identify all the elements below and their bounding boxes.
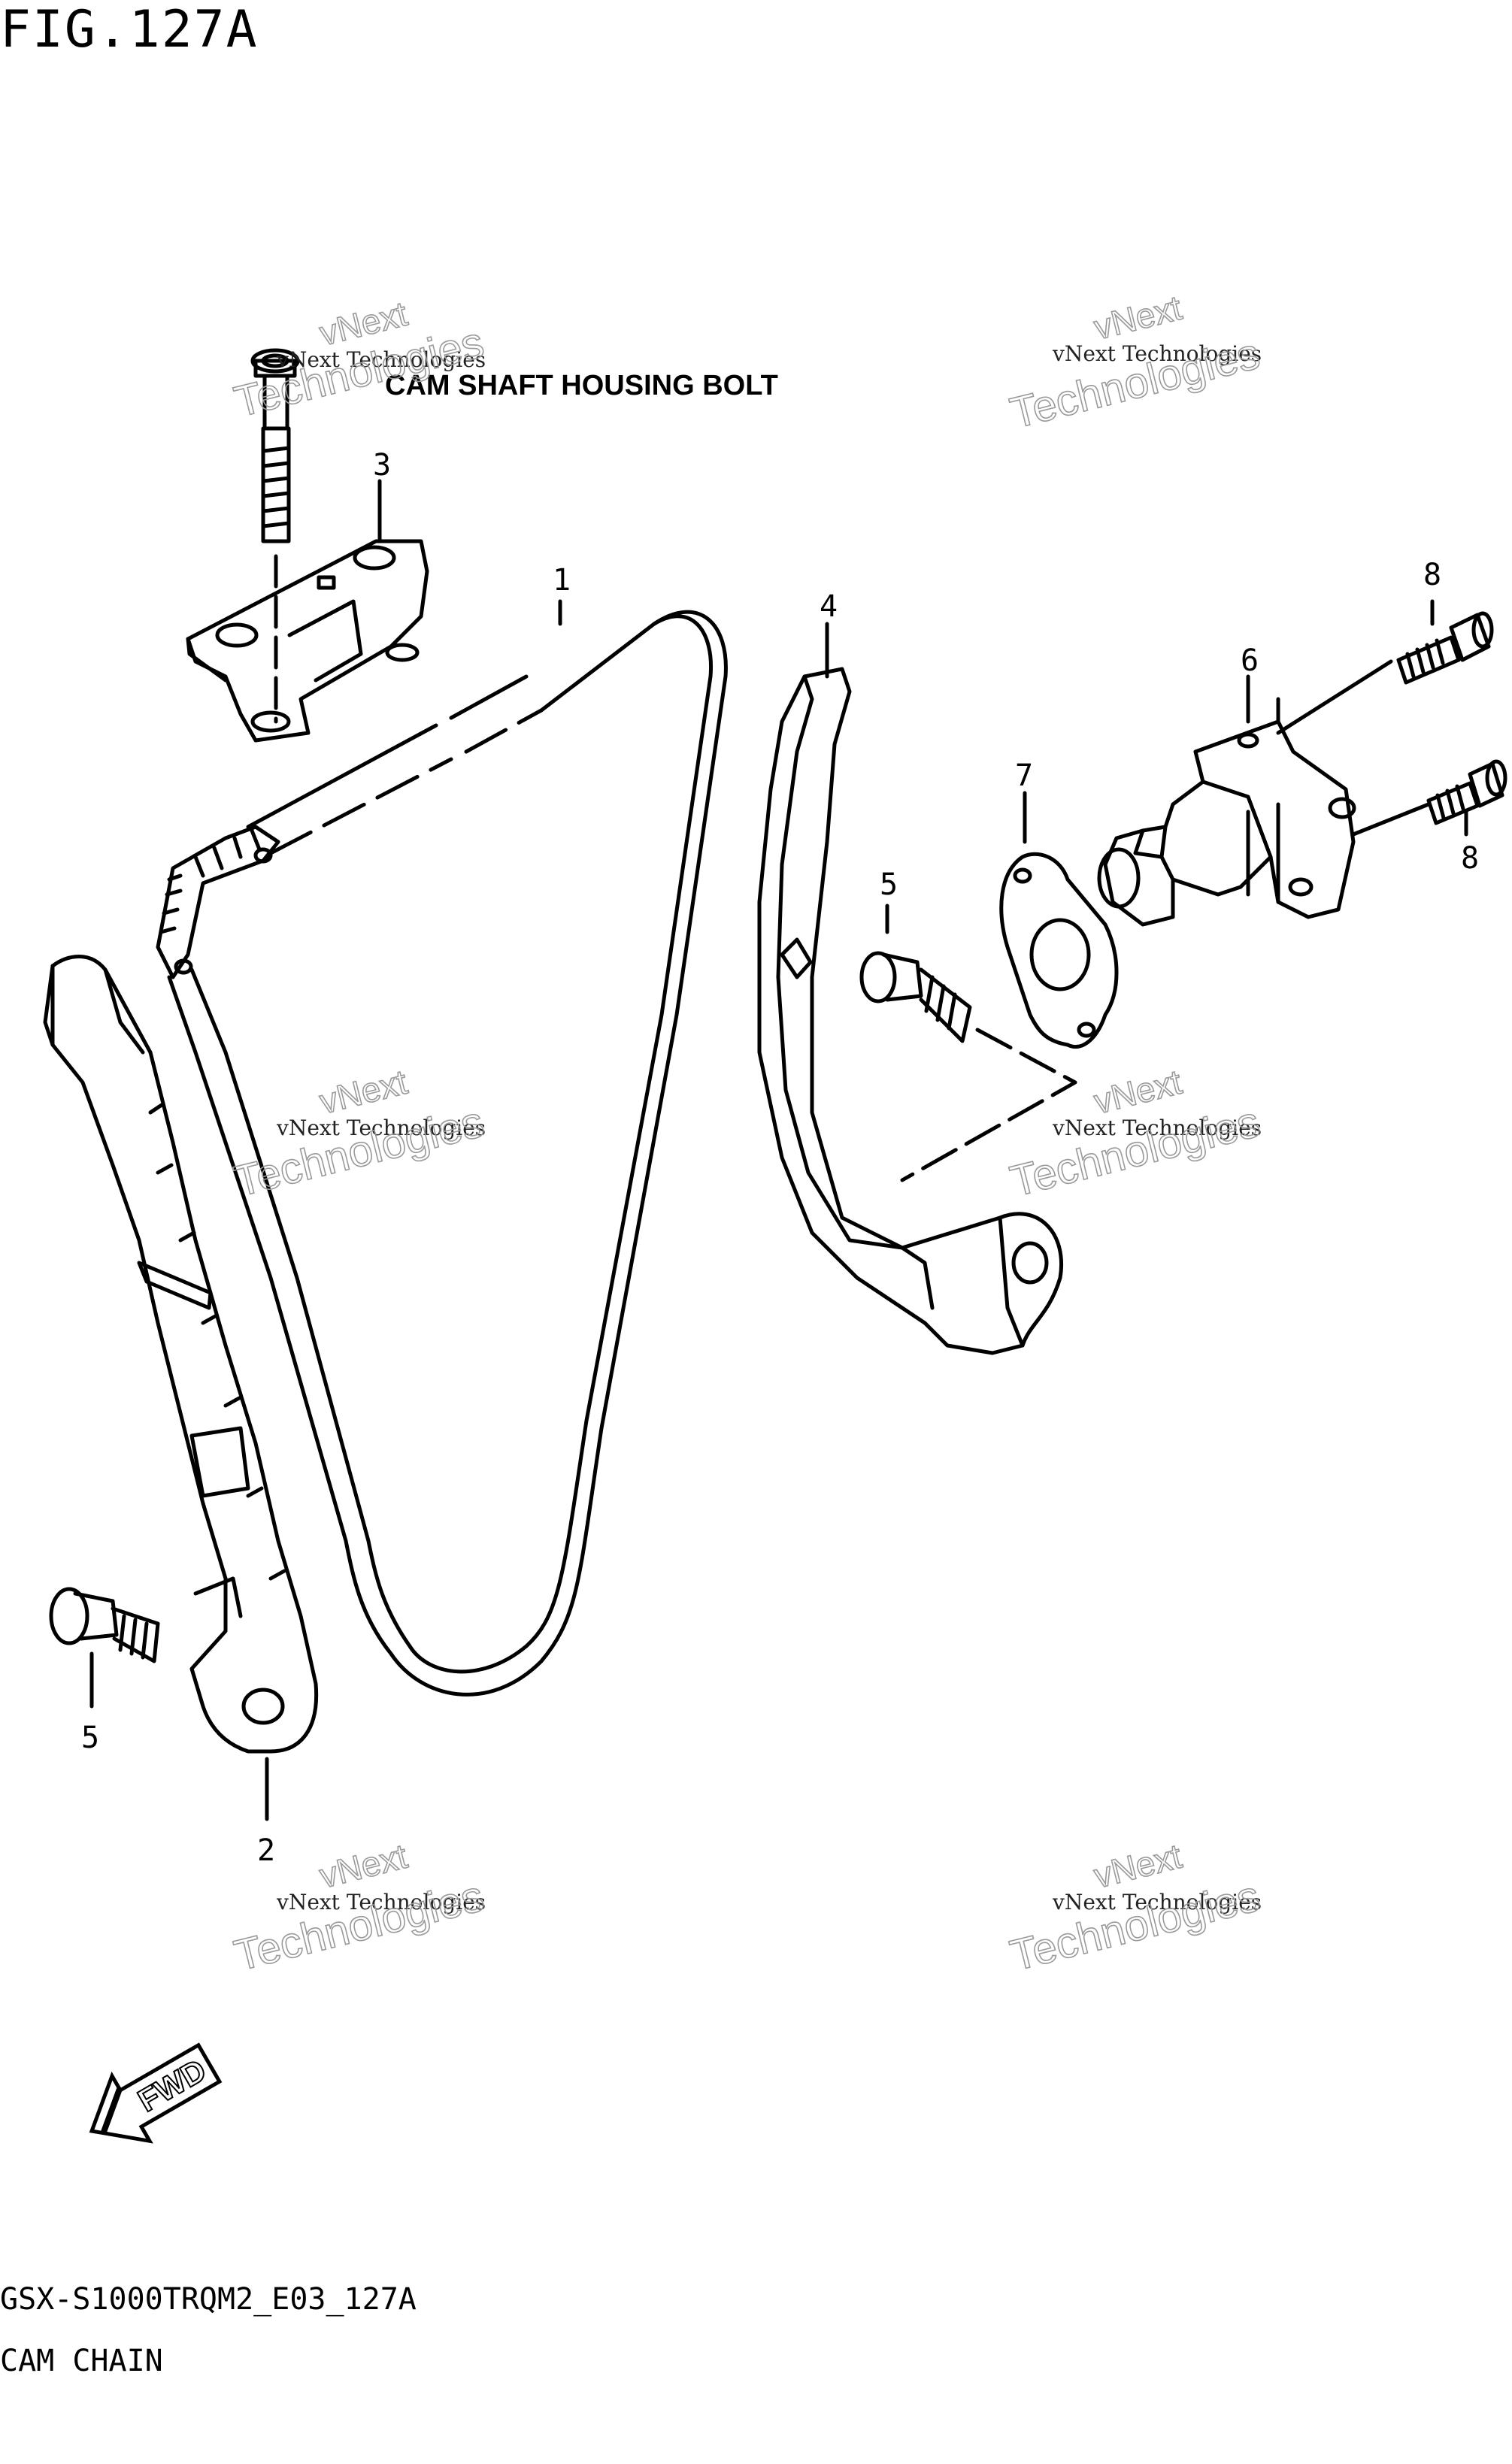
callout-1: 1 xyxy=(553,563,571,598)
chain-tensioner-guide xyxy=(43,955,319,1754)
guide-bolt-lower xyxy=(49,1587,160,1709)
callout-7: 7 xyxy=(1015,758,1033,793)
svg-text:vNext: vNext xyxy=(316,1062,411,1122)
svg-text:vNext Technologies: vNext Technologies xyxy=(276,1890,486,1915)
svg-text:vNext Technologies: vNext Technologies xyxy=(1052,341,1262,366)
callout-6: 6 xyxy=(1241,643,1259,678)
svg-text:vNext Technologies: vNext Technologies xyxy=(276,347,486,372)
figure-title: FIG.127A xyxy=(0,0,259,59)
callout-5-lower: 5 xyxy=(81,1721,99,1755)
bolt-note-label: CAM SHAFT HOUSING BOLT xyxy=(385,370,778,401)
watermark-mid-right: vNext Technologies vNext Technologies xyxy=(1005,1061,1265,1206)
svg-text:vNext: vNext xyxy=(1090,1062,1186,1122)
forward-arrow-icon: FWD xyxy=(89,2042,223,2144)
chain-guide-fixed xyxy=(757,667,1063,1355)
svg-text:Technologies: Technologies xyxy=(1005,1872,1264,1981)
svg-text:Technologies: Technologies xyxy=(229,1872,488,1981)
callout-2: 2 xyxy=(257,1833,275,1868)
camshaft-bracket xyxy=(186,539,429,743)
tensioner-gasket xyxy=(999,791,1119,1049)
cam-chain xyxy=(156,610,728,1697)
tensioner-bolt-upper xyxy=(1396,599,1494,685)
svg-text:vNext: vNext xyxy=(316,1836,411,1896)
svg-text:vNext Technologies: vNext Technologies xyxy=(1052,1115,1262,1140)
watermark-top-right: vNext Technologies vNext Technologies xyxy=(1005,287,1265,438)
tensioner-bolt-lower xyxy=(1426,759,1507,837)
callout-5-upper: 5 xyxy=(880,867,898,902)
svg-text:vNext Technologies: vNext Technologies xyxy=(276,1115,486,1140)
callout-4: 4 xyxy=(820,589,838,624)
figure-code: GSX-S1000TRQM2_E03_127A xyxy=(0,2282,417,2317)
svg-text:vNext: vNext xyxy=(1090,288,1186,347)
watermark-mid-left: vNext Technologies vNext Technologies xyxy=(229,1061,489,1206)
figure-name: CAM CHAIN xyxy=(0,2344,163,2378)
guide-bolt-upper xyxy=(859,904,1077,1182)
callout-8-upper: 8 xyxy=(1423,558,1441,592)
callout-8-lower: 8 xyxy=(1461,841,1479,876)
svg-text:vNext: vNext xyxy=(1090,1836,1186,1896)
svg-text:vNext Technologies: vNext Technologies xyxy=(1052,1890,1262,1915)
svg-text:Technologies: Technologies xyxy=(1005,1097,1264,1206)
callout-3: 3 xyxy=(373,448,391,483)
svg-text:Technologies: Technologies xyxy=(229,1097,488,1206)
watermark-bottom-right: vNext Technologies vNext Technologies xyxy=(1005,1836,1265,1981)
cam-chain-tensioner xyxy=(1097,659,1431,927)
camshaft-housing-bolt xyxy=(250,348,300,724)
